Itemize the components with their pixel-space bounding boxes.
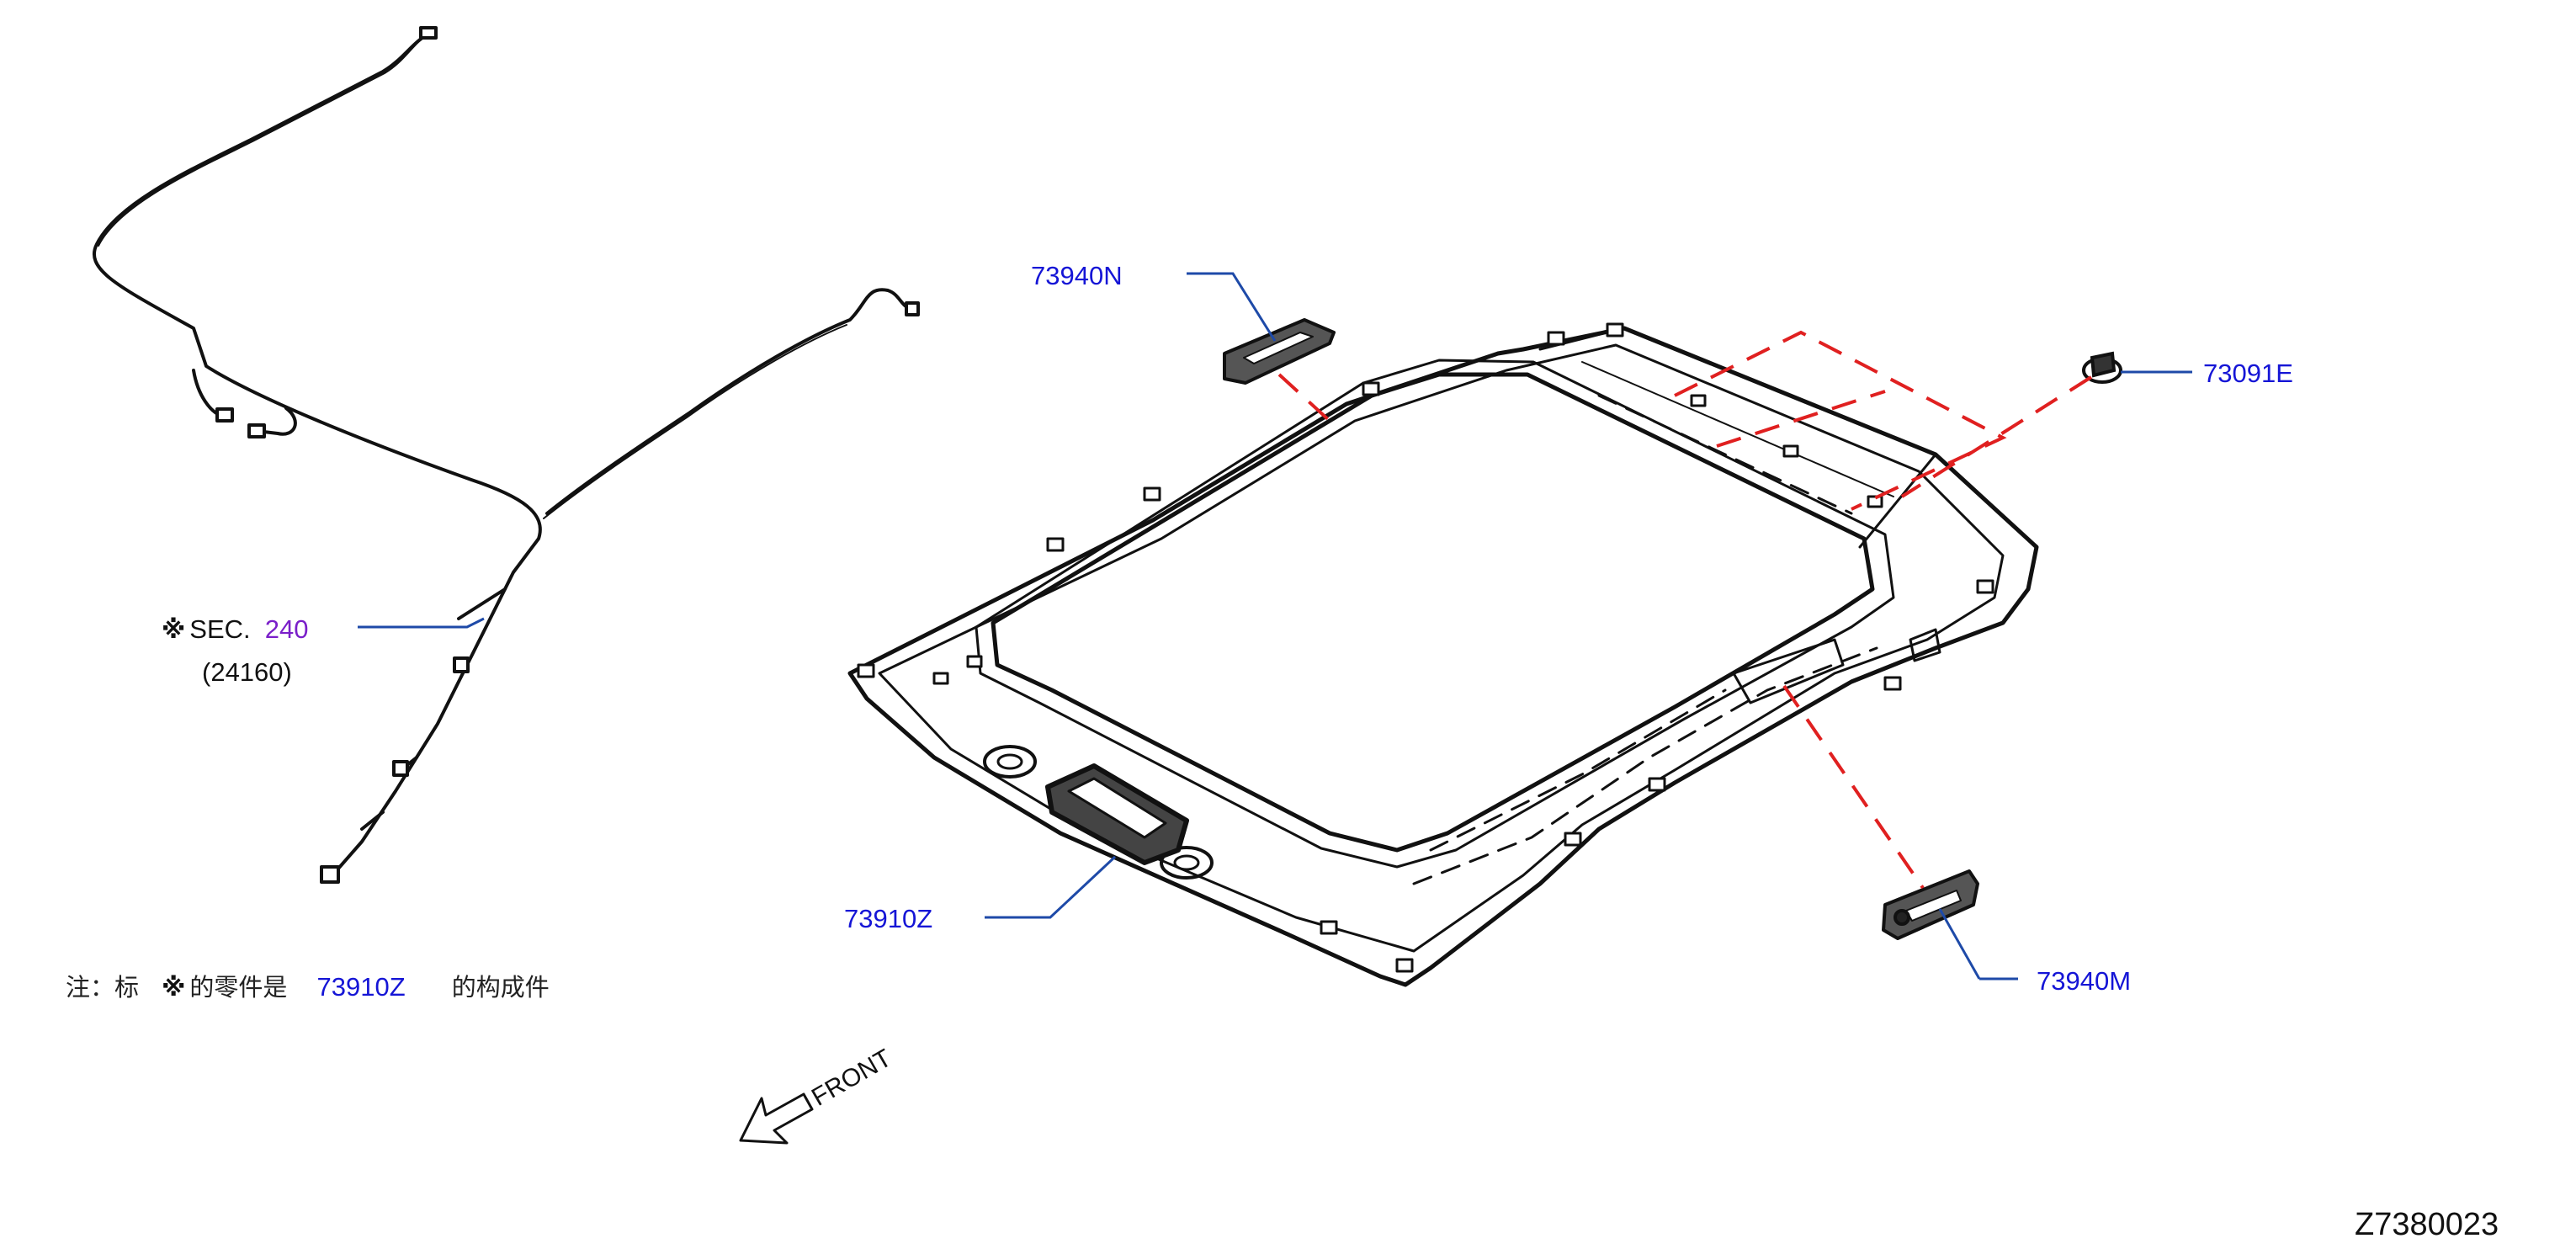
footnote-suffix: 的构成件 — [451, 973, 550, 1002]
dashed-relation-lines — [1277, 330, 2093, 890]
diagram-code: Z7380023 — [2355, 1207, 2499, 1242]
front-arrow-icon — [739, 1092, 814, 1145]
callout-73940m[interactable]: 73940M — [2037, 966, 2132, 996]
callout-73091e[interactable]: 73091E — [2203, 359, 2293, 388]
part-73091e-clip — [2082, 351, 2122, 384]
footnote-mark: ※ — [162, 973, 186, 1002]
footnote: 注：标 ※ 的零件是 73910Z 的构成件 — [66, 974, 550, 1000]
footnote-part-link[interactable]: 73910Z — [316, 972, 406, 1002]
section-subref: (24160) — [202, 657, 292, 687]
part-73940m-lamp — [1882, 869, 1979, 940]
callout-73910z[interactable]: 73910Z — [844, 904, 933, 933]
section-link-240[interactable]: 240 — [264, 614, 309, 644]
roof-wire-harness — [92, 26, 920, 884]
headlining-panel — [847, 322, 2039, 987]
footnote-prefix: 注：标 — [66, 973, 140, 1002]
callout-73940n[interactable]: 73940N — [1031, 261, 1123, 290]
section-mark: ※ — [162, 615, 186, 644]
section-prefix: SEC. — [189, 614, 251, 644]
section-reference: ※ SEC. 240 — [162, 616, 308, 642]
part-73940n-component — [1223, 318, 1336, 385]
leader-lines — [358, 272, 2192, 981]
footnote-mid: 的零件是 — [189, 973, 288, 1002]
